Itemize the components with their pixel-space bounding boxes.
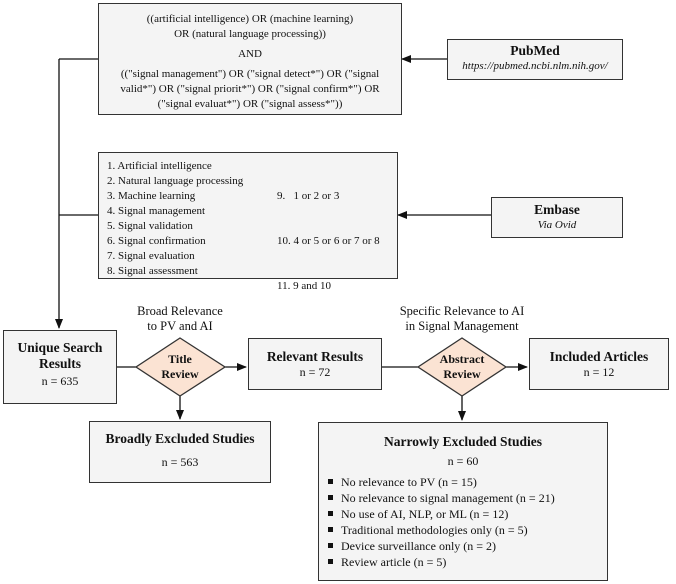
embase-query-box: 1. Artificial intelligence 2. Natural la…	[98, 152, 398, 292]
abstract-review-diamond	[416, 337, 508, 397]
exclusion-reasons-list: No relevance to PV (n = 15) No relevance…	[327, 474, 607, 570]
title-review-caption: Broad Relevance to PV and AI	[120, 304, 240, 334]
pubmed-url: https://pubmed.ncbi.nlm.nih.gov/	[462, 60, 608, 72]
relevant-results-count: n = 72	[299, 365, 331, 379]
pubmed-query-line: OR (natural language processing))	[174, 28, 326, 40]
exclusion-reason: Review article (n = 5)	[327, 554, 607, 570]
included-articles-box: Included Articles n = 12	[529, 338, 669, 390]
narrowly-excluded-box: Narrowly Excluded Studies n = 60 No rele…	[318, 422, 608, 581]
pubmed-query-line: valid*") OR ("signal priorit*") OR ("sig…	[120, 83, 380, 95]
embase-terms-right: 9. 1 or 2 or 3 10. 4 or 5 or 6 or 7 or 8…	[277, 159, 380, 324]
exclusion-reason: No relevance to PV (n = 15)	[327, 474, 607, 490]
narrowly-excluded-count: n = 60	[447, 454, 479, 468]
pubmed-name: PubMed	[510, 43, 560, 58]
included-articles-count: n = 12	[583, 365, 615, 379]
relevant-results-title: Relevant Results	[266, 349, 364, 364]
title-review-label: Title Review	[140, 352, 220, 382]
embase-term: 5. Signal validation	[107, 220, 193, 232]
title-review-caption-line: to PV and AI	[147, 319, 213, 333]
broadly-excluded-box: Broadly Excluded Studies n = 563	[89, 421, 271, 483]
included-articles-title: Included Articles	[549, 349, 649, 364]
unique-results-title: Results	[38, 356, 81, 371]
embase-term: 3. Machine learning	[107, 190, 196, 202]
embase-term: 8. Signal assessment	[107, 265, 198, 277]
embase-combo: 11. 9 and 10	[277, 280, 331, 292]
unique-results-count: n = 635	[41, 374, 79, 388]
embase-source-box: Embase Via Ovid	[491, 197, 623, 238]
title-review-label-line: Title	[168, 352, 192, 366]
exclusion-reason: No use of AI, NLP, or ML (n = 12)	[327, 506, 607, 522]
title-review-diamond	[134, 337, 227, 397]
embase-term: 2. Natural language processing	[107, 175, 244, 187]
unique-results-box: Unique Search Results n = 635	[3, 330, 117, 404]
pubmed-query-line: ("signal evaluat*") OR ("signal assess*"…	[157, 98, 343, 110]
embase-terms-left: 1. Artificial intelligence 2. Natural la…	[107, 159, 243, 279]
pubmed-source-box: PubMed https://pubmed.ncbi.nlm.nih.gov/	[447, 39, 623, 80]
unique-results-title: Unique Search	[17, 340, 103, 355]
embase-term: 7. Signal evaluation	[107, 250, 195, 262]
exclusion-reason: No relevance to signal management (n = 2…	[327, 490, 607, 506]
broadly-excluded-count: n = 563	[161, 455, 199, 469]
embase-via: Via Ovid	[537, 219, 577, 231]
relevant-results-box: Relevant Results n = 72	[248, 338, 382, 390]
embase-combo: 10. 4 or 5 or 6 or 7 or 8	[277, 235, 380, 247]
abstract-review-label-line: Review	[443, 367, 481, 381]
pubmed-query-line: ((artificial intelligence) OR (machine l…	[146, 13, 354, 25]
abstract-review-caption-line: in Signal Management	[405, 319, 519, 333]
embase-combo: 9. 1 or 2 or 3	[277, 190, 340, 202]
embase-term: 1. Artificial intelligence	[107, 160, 212, 172]
broadly-excluded-title: Broadly Excluded Studies	[105, 431, 255, 446]
embase-term: 4. Signal management	[107, 205, 206, 217]
abstract-review-label-line: Abstract	[439, 352, 485, 366]
pubmed-query-line: (("signal management") OR ("signal detec…	[120, 68, 380, 80]
pubmed-query-and: AND	[238, 48, 262, 60]
narrowly-excluded-title: Narrowly Excluded Studies	[383, 434, 543, 449]
exclusion-reason: Traditional methodologies only (n = 5)	[327, 522, 607, 538]
embase-term: 6. Signal confirmation	[107, 235, 206, 247]
abstract-review-caption: Specific Relevance to AI in Signal Manag…	[382, 304, 542, 334]
title-review-caption-line: Broad Relevance	[137, 304, 223, 318]
exclusion-reason: Device surveillance only (n = 2)	[327, 538, 607, 554]
title-review-label-line: Review	[161, 367, 199, 381]
embase-name: Embase	[534, 202, 580, 217]
abstract-review-caption-line: Specific Relevance to AI	[399, 304, 525, 318]
abstract-review-label: Abstract Review	[422, 352, 502, 382]
pubmed-query-box: ((artificial intelligence) OR (machine l…	[98, 3, 402, 115]
